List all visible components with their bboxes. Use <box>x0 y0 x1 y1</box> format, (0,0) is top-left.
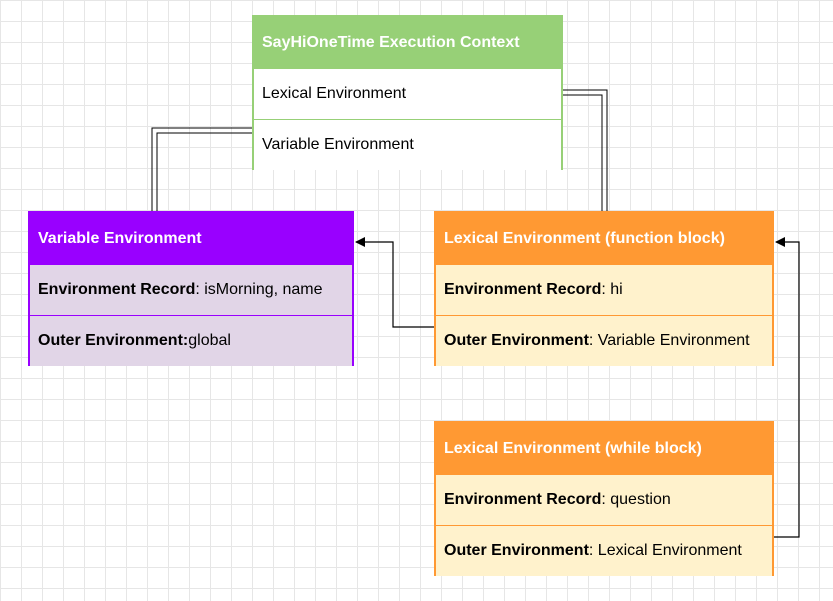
outer-value: global <box>188 332 231 349</box>
variable-environment-box[interactable]: Variable Environment Environment Record:… <box>28 211 354 366</box>
outer-label: Outer Environment: <box>38 332 189 349</box>
outer-value: : Variable Environment <box>588 332 750 349</box>
arrow-while-block-outer-to-function-block <box>774 237 800 538</box>
record-value: : question <box>601 491 671 508</box>
arrow-function-block-outer-to-variable-environment <box>355 237 434 328</box>
record-value: : isMorning, name <box>195 281 323 298</box>
link-context-to-lexical-function-block <box>563 89 608 211</box>
lexical-function-block-title: Lexical Environment (function block) <box>436 213 772 264</box>
lexical-while-block-record-row: Environment Record : question <box>436 474 772 525</box>
execution-context-lexical-row: Lexical Environment <box>254 68 561 119</box>
variable-environment-title: Variable Environment <box>30 213 352 264</box>
outer-label: Outer Environment <box>444 542 589 559</box>
link-context-to-variable-environment <box>151 127 252 211</box>
record-label: Environment Record <box>444 281 602 298</box>
lexical-environment-function-block-box[interactable]: Lexical Environment (function block) Env… <box>434 211 774 366</box>
variable-environment-record-row: Environment Record: isMorning, name <box>30 264 352 315</box>
execution-context-title: SayHiOneTime Execution Context <box>254 17 561 68</box>
execution-context-box[interactable]: SayHiOneTime Execution Context Lexical E… <box>252 15 563 170</box>
record-label: Environment Record <box>444 491 602 508</box>
lexical-function-block-record-row: Environment Record : hi <box>436 264 772 315</box>
lexical-environment-while-block-box[interactable]: Lexical Environment (while block) Enviro… <box>434 421 774 576</box>
record-label: Environment Record <box>38 281 196 298</box>
outer-label: Outer Environment <box>444 332 589 349</box>
outer-value: : Lexical Environment <box>588 542 742 559</box>
lexical-while-block-title: Lexical Environment (while block) <box>436 423 772 474</box>
variable-environment-outer-row: Outer Environment: global <box>30 315 352 366</box>
execution-context-variable-row: Variable Environment <box>254 119 561 170</box>
record-value: : hi <box>601 281 623 298</box>
lexical-function-block-outer-row: Outer Environment: Variable Environment <box>436 315 772 366</box>
lexical-while-block-outer-row: Outer Environment: Lexical Environment <box>436 525 772 576</box>
